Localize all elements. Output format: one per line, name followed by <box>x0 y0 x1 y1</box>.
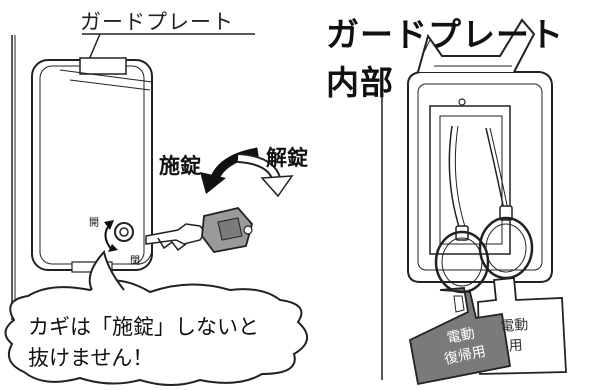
bubble-text: カギは「施錠」しないと 抜けません！ <box>28 312 308 374</box>
bubble-line-1: カギは「施錠」しないと <box>28 315 259 339</box>
key-wires <box>448 125 509 231</box>
key-ring-right <box>478 205 534 280</box>
guard-plate-open <box>407 18 553 283</box>
key-icon <box>145 206 253 253</box>
close-label: 閉 <box>130 256 140 267</box>
tag-front <box>408 287 512 386</box>
bubble-line-2: 抜けません！ <box>28 346 154 370</box>
speech-bubble <box>4 249 308 386</box>
unlock-arrow-icon <box>237 153 294 198</box>
tag-back-line-2: 用 <box>508 337 524 355</box>
lock-arrow-icon <box>200 147 259 194</box>
open-label: 開 <box>89 218 99 229</box>
open-close-arrow-icon <box>104 220 118 252</box>
guard-plate-label: ガードプレート <box>80 10 234 34</box>
lock-label: 施錠 <box>159 154 201 178</box>
tag-back-text: 電動 用 <box>489 314 542 357</box>
keyhole <box>114 222 134 242</box>
page-title: ガードプレート内部 <box>326 15 564 102</box>
guard-plate-closed <box>31 57 153 273</box>
unlock-label: 解錠 <box>266 146 308 170</box>
